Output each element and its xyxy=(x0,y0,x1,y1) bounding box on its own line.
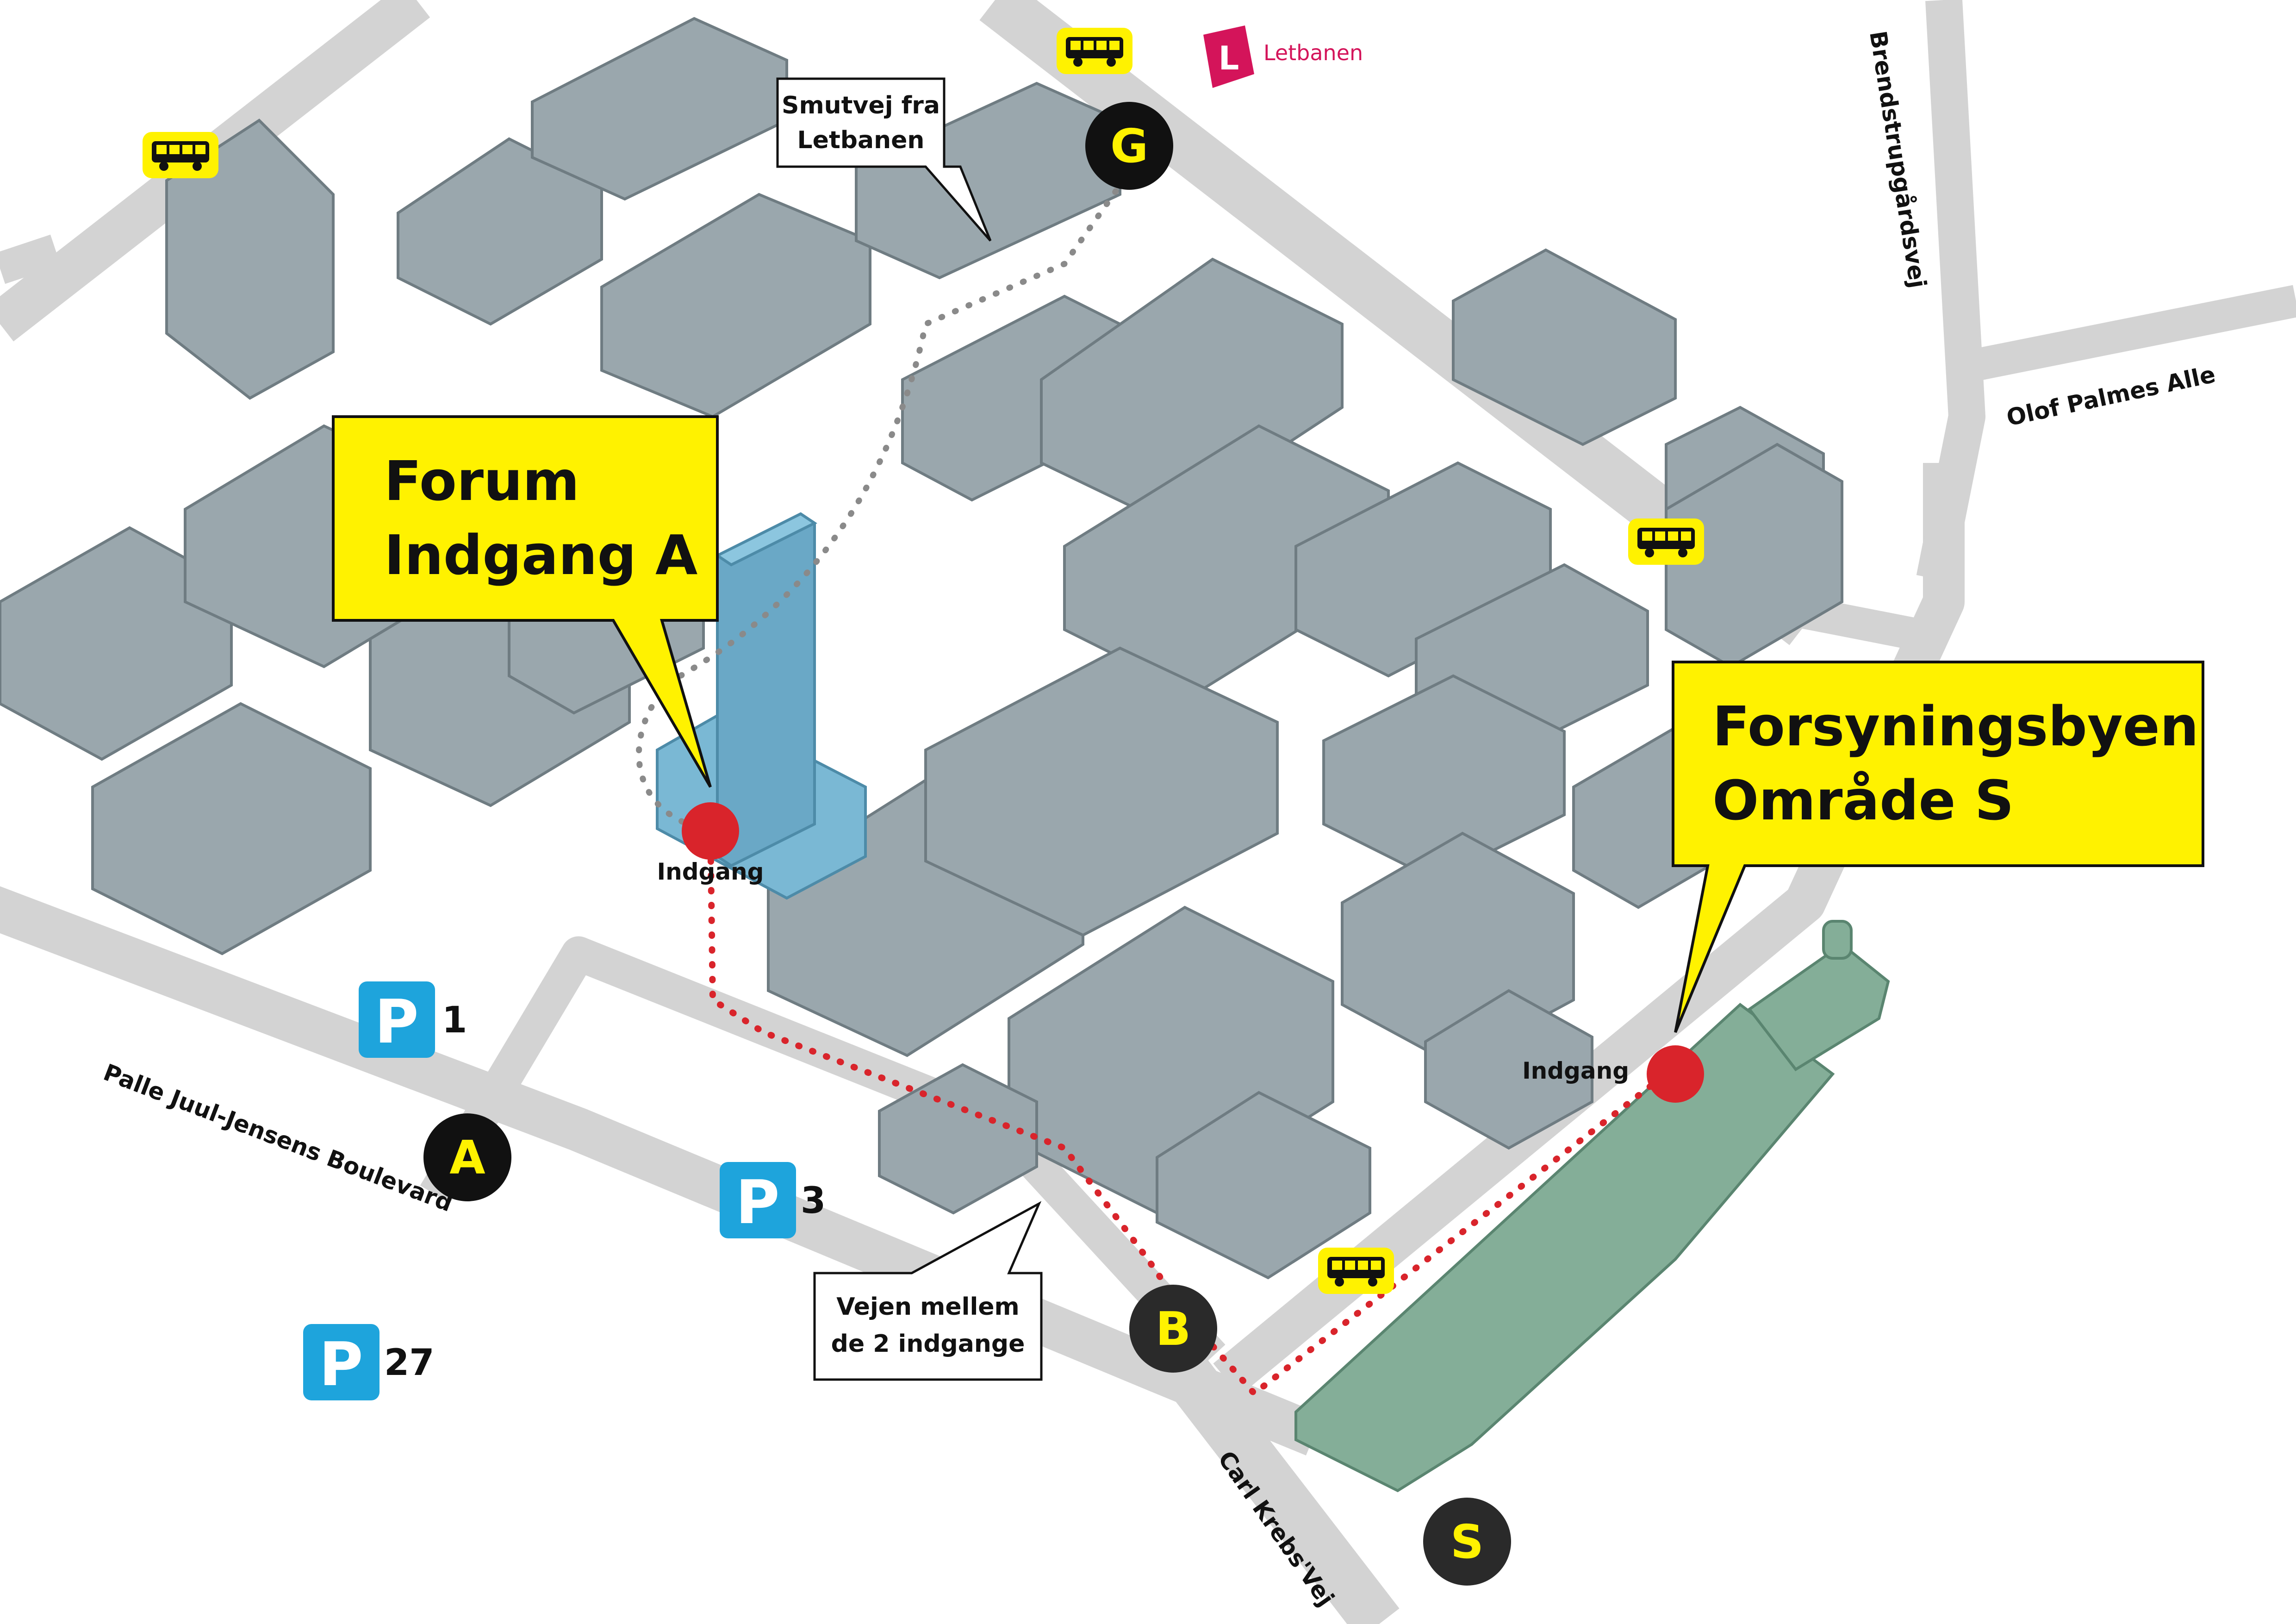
svg-text:27: 27 xyxy=(384,1342,435,1384)
entrance-label: Indgang xyxy=(657,858,764,885)
callout-forsyningsbyen-line2: Område S xyxy=(1712,768,2014,832)
forsyningsbyen-building xyxy=(1294,920,1890,1493)
building xyxy=(91,702,372,956)
building xyxy=(165,119,335,400)
badge-s[interactable]: S xyxy=(1423,1498,1511,1586)
building xyxy=(1452,248,1677,446)
road-label-brendstrup: Brendstrupgårdsvej xyxy=(1864,29,1931,290)
bus-icon[interactable] xyxy=(1057,28,1132,74)
svg-text:P: P xyxy=(374,987,418,1057)
road-brendstrup xyxy=(1916,0,1985,582)
route-between-entrances xyxy=(707,828,1669,1398)
svg-text:P: P xyxy=(319,1329,363,1399)
entrance-forum[interactable]: Indgang xyxy=(657,802,764,885)
svg-text:G: G xyxy=(1110,119,1148,173)
building xyxy=(1665,443,1843,668)
building xyxy=(600,193,871,418)
route-smutvej xyxy=(636,182,1123,834)
building xyxy=(924,646,1279,937)
svg-text:P: P xyxy=(735,1167,779,1237)
road-label-olof: Olof Palmes Alle xyxy=(2004,361,2217,431)
building xyxy=(397,137,603,326)
callout-forsyningsbyen-line1: Forsyningsbyen xyxy=(1712,694,2199,758)
note-vejen-line1: Vejen mellem xyxy=(836,1293,1019,1321)
note-vejen-line2: de 2 indgange xyxy=(831,1330,1025,1358)
road-inner-loop xyxy=(420,936,1226,1368)
entrance-label: Indgang xyxy=(1522,1057,1629,1084)
parking-p27[interactable]: P 27 xyxy=(303,1324,435,1400)
entrance-forsyningsbyen[interactable]: Indgang xyxy=(1522,1045,1704,1103)
badge-b[interactable]: B xyxy=(1129,1285,1217,1373)
svg-text:S: S xyxy=(1450,1515,1484,1569)
badge-g[interactable]: G xyxy=(1085,102,1173,190)
hospital-buildings xyxy=(0,17,1843,1280)
bus-icon[interactable] xyxy=(1318,1248,1394,1294)
building xyxy=(1322,674,1566,881)
svg-text:B: B xyxy=(1156,1302,1191,1356)
note-smutvej-line1: Smutvej fra xyxy=(782,92,940,119)
svg-text:1: 1 xyxy=(442,999,467,1041)
bus-icon[interactable] xyxy=(1628,518,1704,565)
building xyxy=(0,526,233,761)
road-carl-krebs xyxy=(1160,1350,1400,1624)
building xyxy=(1156,1091,1371,1280)
building xyxy=(1040,257,1344,525)
svg-text:L: L xyxy=(1219,39,1239,77)
building xyxy=(855,81,1121,280)
svg-text:A: A xyxy=(449,1131,485,1185)
callout-forsyningsbyen: Forsyningsbyen Område S xyxy=(1672,661,2204,1033)
letbanen-logo-icon[interactable]: L Letbanen xyxy=(1203,25,1363,88)
note-vejen: Vejen mellem de 2 indgange xyxy=(813,1201,1043,1381)
note-smutvej: Smutvej fra Letbanen xyxy=(776,77,992,242)
callout-forum-line2: Indgang A xyxy=(384,523,697,587)
building xyxy=(1424,989,1593,1150)
svg-text:3: 3 xyxy=(801,1180,826,1222)
parking-p3[interactable]: P 3 xyxy=(720,1162,826,1238)
badge-a[interactable]: A xyxy=(423,1113,511,1201)
road-olof-palmes xyxy=(1968,285,2296,382)
walking-routes xyxy=(636,182,1669,1398)
letbanen-label: Letbanen xyxy=(1263,40,1363,65)
note-smutvej-line2: Letbanen xyxy=(797,126,925,154)
callout-forum: Forum Indgang A xyxy=(332,415,719,788)
building xyxy=(531,17,788,201)
parking-p1[interactable]: P 1 xyxy=(359,981,467,1058)
building xyxy=(878,1063,1038,1215)
bus-icon[interactable] xyxy=(143,132,218,178)
road-west-stub xyxy=(0,234,61,284)
callout-forum-line1: Forum xyxy=(384,449,579,513)
